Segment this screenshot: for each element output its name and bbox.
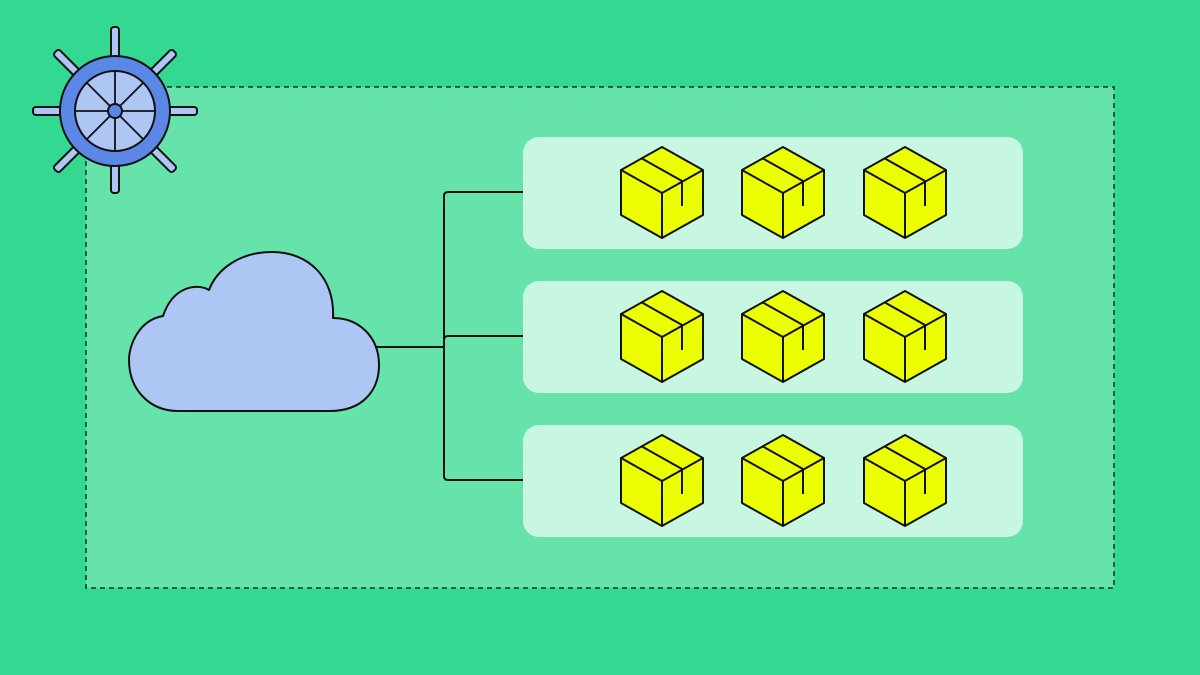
ship-wheel-icon — [32, 26, 198, 194]
connector-branch — [443, 475, 551, 481]
node-group — [523, 137, 1023, 537]
worker-node — [523, 137, 1023, 249]
worker-node — [523, 281, 1023, 393]
worker-node — [523, 425, 1023, 537]
cloud-icon — [128, 251, 380, 412]
connector-branch — [443, 191, 551, 197]
connector-branch — [443, 335, 551, 341]
